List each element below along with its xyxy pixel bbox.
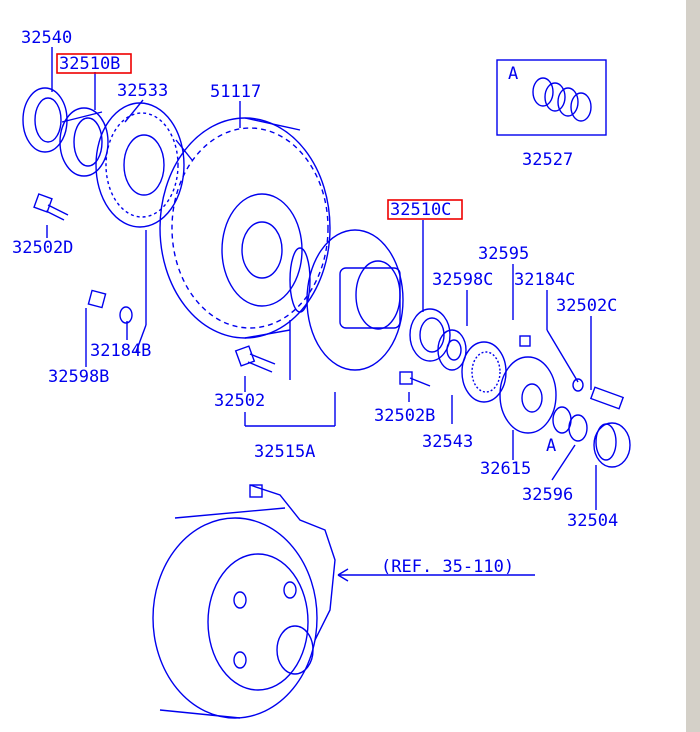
label-32533[interactable]: 32533	[117, 81, 168, 101]
label-32527-key: A	[508, 64, 518, 84]
highlight-32510c	[387, 199, 463, 220]
label-ref-35-110[interactable]: (REF. 35-110)	[381, 557, 514, 577]
label-32595[interactable]: 32595	[478, 244, 529, 264]
label-51117[interactable]: 51117	[210, 82, 261, 102]
cap-32504	[593, 422, 631, 468]
label-32510b[interactable]: 32510B	[59, 54, 120, 74]
label-32510c[interactable]: 32510C	[390, 200, 451, 220]
label-32502d[interactable]: 32502D	[12, 238, 73, 258]
label-32504[interactable]: 32504	[567, 511, 618, 531]
bearing-32510c	[409, 308, 451, 362]
label-32502b[interactable]: 32502B	[374, 406, 435, 426]
label-32502[interactable]: 32502	[214, 391, 265, 411]
label-32184c[interactable]: 32184C	[514, 270, 575, 290]
label-32615[interactable]: 32615	[480, 459, 531, 479]
label-32540[interactable]: 32540	[21, 28, 72, 48]
label-32598c[interactable]: 32598C	[432, 270, 493, 290]
label-32596[interactable]: 32596	[522, 485, 573, 505]
flange-32615	[499, 356, 557, 434]
rings-32527	[496, 59, 607, 136]
brake-rotor-51117	[159, 117, 331, 339]
highlight-32510b	[56, 53, 132, 74]
label-32184b[interactable]: 32184B	[90, 341, 151, 361]
bolts-and-nuts	[33, 193, 625, 410]
snap-ring-32596	[552, 406, 588, 442]
label-32598b[interactable]: 32598B	[48, 367, 109, 387]
tone-ring-32533	[95, 102, 193, 228]
label-32615-key: A	[546, 436, 556, 456]
label-32515a[interactable]: 32515A	[254, 442, 315, 462]
caliper-assembly	[152, 484, 336, 719]
leader-lines	[46, 47, 597, 582]
hub-32515a	[289, 229, 404, 371]
nut-32598c	[437, 329, 467, 371]
oil-seal-32540	[22, 87, 68, 153]
label-32527[interactable]: 32527	[522, 150, 573, 170]
bearing-32510b	[59, 107, 109, 177]
label-32502c[interactable]: 32502C	[556, 296, 617, 316]
label-32543[interactable]: 32543	[422, 432, 473, 452]
